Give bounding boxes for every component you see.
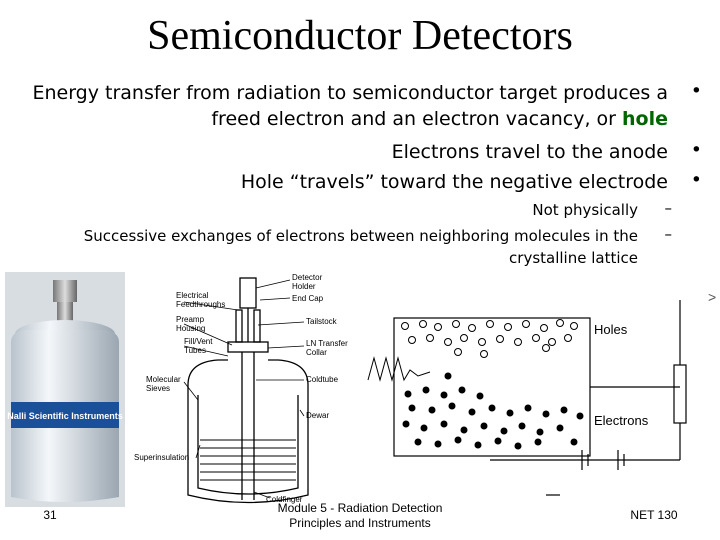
crystal-box bbox=[393, 317, 591, 457]
subbullet-2-line-1: Successive exchanges of electrons betwee… bbox=[83, 227, 638, 245]
label-dewar: Dewar bbox=[306, 411, 329, 420]
bullet-1-marker: • bbox=[690, 80, 702, 102]
subbullet-2-dash: – bbox=[664, 225, 673, 243]
label-electrical-feedthroughs-2: Feedthroughs bbox=[176, 300, 225, 309]
bullet-2: Electrons travel to the anode bbox=[391, 141, 668, 163]
footer-module-line-1: Module 5 - Radiation Detection bbox=[277, 501, 443, 515]
semiconductor-lattice-diagram: Holes Electrons > bbox=[367, 290, 716, 496]
label-fill-vent-tubes-2: Tubes bbox=[184, 346, 206, 355]
holes-label: Holes bbox=[594, 322, 628, 337]
bullet-2-marker: • bbox=[690, 139, 702, 161]
label-end-cap: End Cap bbox=[292, 294, 324, 303]
dewar-brand-text: Nalli Scientific Instruments bbox=[7, 411, 123, 421]
label-preamp-housing: Preamp bbox=[176, 315, 205, 324]
dewar-cross-section-diagram: Detector Holder End Cap Electrical Feedt… bbox=[134, 273, 348, 504]
label-fill-vent-tubes: Fill/Vent bbox=[184, 337, 213, 346]
subbullet-2-line-2: crystalline lattice bbox=[509, 249, 638, 267]
electrons-group bbox=[402, 372, 584, 450]
subbullet-1: Not physically bbox=[532, 201, 638, 219]
bullet-1-line-1: Energy transfer from radiation to semico… bbox=[32, 82, 668, 104]
holes-group bbox=[401, 319, 578, 358]
label-detector-holder-2: Holder bbox=[292, 282, 316, 291]
circuit bbox=[490, 300, 687, 496]
page-number: 31 bbox=[43, 508, 57, 522]
bullet-1-text: freed electron and an electron vacancy, … bbox=[211, 108, 623, 130]
bullet-3: Hole “travels” toward the negative elect… bbox=[240, 171, 668, 193]
label-ln-transfer-collar: LN Transfer bbox=[306, 339, 348, 348]
label-detector-holder: Detector bbox=[292, 273, 323, 282]
arrow-mark: > bbox=[708, 290, 716, 305]
footer-module-line-2: Principles and Instruments bbox=[289, 516, 431, 530]
label-ln-transfer-collar-2: Collar bbox=[306, 348, 327, 357]
radiation-wave bbox=[367, 356, 431, 382]
label-preamp-housing-2: Housing bbox=[176, 324, 205, 333]
label-molecular-sieves-2: Sieves bbox=[146, 384, 170, 393]
bullet-3-marker: • bbox=[690, 169, 702, 191]
label-molecular-sieves: Molecular bbox=[146, 375, 181, 384]
bullet-1-line-2: freed electron and an electron vacancy, … bbox=[211, 106, 668, 132]
dewar-photo: Nalli Scientific Instruments bbox=[5, 272, 125, 507]
label-tailstock: Tailstock bbox=[306, 317, 338, 326]
hole-term: hole bbox=[622, 108, 668, 130]
subbullet-1-dash: – bbox=[664, 199, 673, 217]
footer-course: NET 130 bbox=[630, 508, 678, 522]
label-coldtube: Coldtube bbox=[306, 375, 339, 384]
label-coldfinger: Coldfinger bbox=[266, 495, 303, 504]
label-superinsulation: Superinsulation bbox=[134, 453, 189, 462]
electrons-label: Electrons bbox=[594, 413, 649, 428]
label-electrical-feedthroughs: Electrical bbox=[176, 291, 209, 300]
slide-title: Semiconductor Detectors bbox=[147, 13, 573, 59]
